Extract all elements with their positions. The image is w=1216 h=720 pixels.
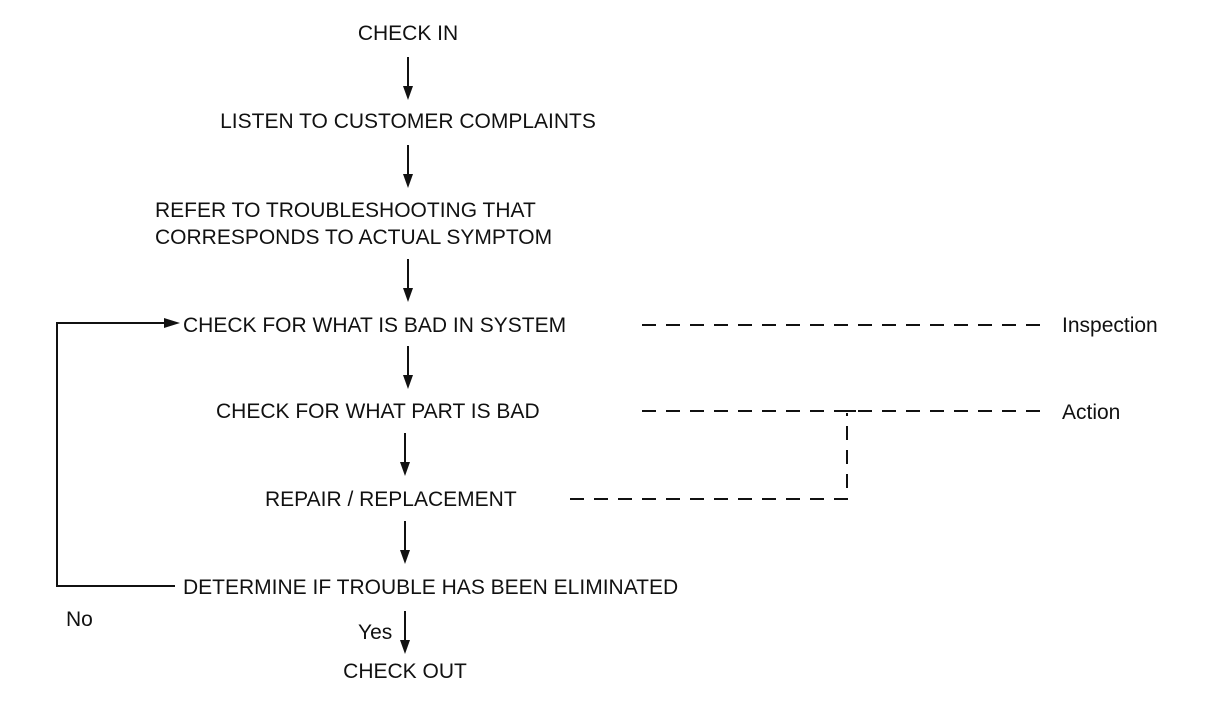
label-yes: Yes: [358, 621, 392, 644]
arrow-refer-to-check-system: [403, 259, 413, 302]
step-check-part: CHECK FOR WHAT PART IS BAD: [216, 400, 540, 423]
arrow-checkin-to-listen: [403, 57, 413, 100]
arrow-repair-to-determine: [400, 521, 410, 564]
dashed-repair-connector: [570, 413, 848, 500]
arrow-check-system-to-check-part: [403, 346, 413, 389]
step-check-in: CHECK IN: [358, 22, 458, 45]
step-check-system: CHECK FOR WHAT IS BAD IN SYSTEM: [183, 314, 566, 337]
step-repair-replacement: REPAIR / REPLACEMENT: [265, 488, 517, 511]
arrow-determine-to-check-out: [400, 611, 410, 654]
arrow-check-part-to-repair: [400, 433, 410, 476]
label-inspection: Inspection: [1062, 314, 1158, 337]
step-determine: DETERMINE IF TROUBLE HAS BEEN ELIMINATED: [183, 576, 678, 599]
step-refer-line-2: CORRESPONDS TO ACTUAL SYMPTOM: [155, 226, 552, 249]
arrow-no-loop: [56, 318, 180, 587]
arrow-listen-to-refer: [403, 145, 413, 188]
step-check-out: CHECK OUT: [343, 660, 467, 683]
label-action: Action: [1062, 401, 1120, 424]
step-listen-to-complaints: LISTEN TO CUSTOMER COMPLAINTS: [220, 110, 596, 133]
step-refer-line-1: REFER TO TROUBLESHOOTING THAT: [155, 199, 536, 222]
label-no: No: [66, 608, 93, 631]
